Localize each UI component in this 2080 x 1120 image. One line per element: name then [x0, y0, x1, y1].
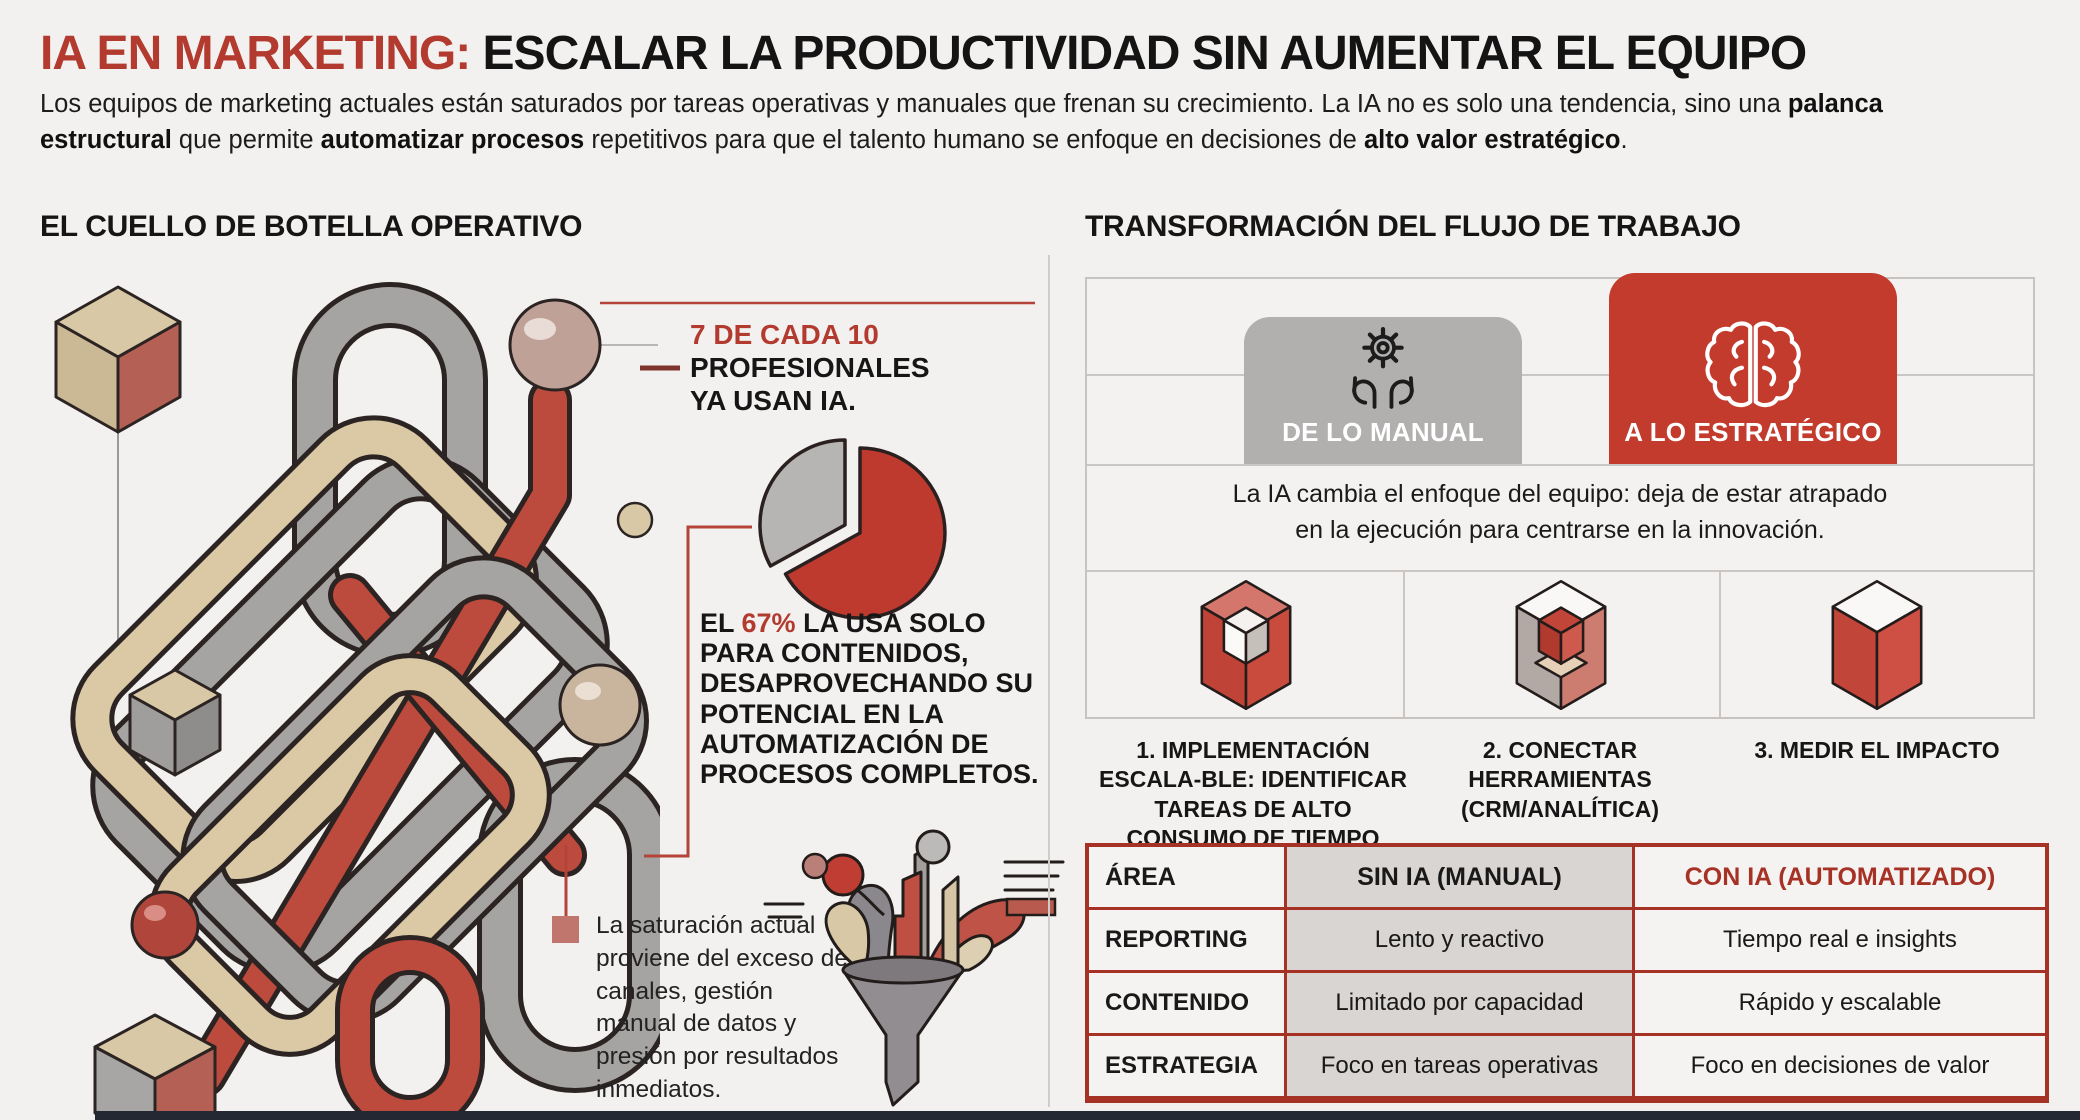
- stat-content-text: LA USA SOLO PARA CONTENIDOS, DESAPROVECH…: [700, 608, 1039, 790]
- intro-paragraph: Los equipos de marketing actuales están …: [40, 86, 1990, 158]
- bottom-bar: [95, 1111, 2080, 1120]
- table-header-area: ÁREA: [1089, 847, 1284, 907]
- table-header-sin-ia: SIN IA (MANUAL): [1287, 847, 1632, 907]
- hands-holding-gear-icon: [1339, 324, 1427, 417]
- intro-text: que permite: [171, 126, 321, 155]
- intro-bold-palanca: palanca estructural: [40, 90, 1883, 155]
- stat-users: 7 DE CADA 10 PROFESIONALES YA USAN IA.: [690, 318, 930, 417]
- column-divider: [1048, 255, 1050, 1107]
- intro-bold-valor: alto valor estratégico: [1363, 126, 1621, 155]
- brain-icon: [1705, 316, 1801, 417]
- to-box-strategic: A LO ESTRATÉGICO: [1609, 273, 1897, 464]
- panel-gridline: [1719, 570, 1721, 717]
- cube-icon-step3: [1831, 579, 1923, 711]
- intro-text: .: [1620, 126, 1628, 155]
- page-title-main: ESCALAR LA PRODUCTIVIDAD SIN AUMENTAR EL…: [470, 27, 1808, 80]
- cube-icon-step2: [1515, 579, 1607, 711]
- page-title: IA EN MARKETING: ESCALAR LA PRODUCTIVIDA…: [40, 26, 1808, 81]
- step-label-3: 3. MEDIR EL IMPACTO: [1754, 737, 2000, 763]
- stat-users-text: PROFESIONALES: [690, 352, 930, 384]
- funnel-illustration: [763, 829, 1065, 1107]
- pie-slice-red: [783, 446, 947, 620]
- workflow-panel: DE LO MANUAL A LO ESTRATÉGICO La IA camb…: [1085, 273, 2035, 719]
- table-cell-area: ESTRATEGIA: [1089, 1036, 1284, 1096]
- note-bullet-square: [552, 916, 579, 943]
- panel-description-line: en la ejecución para centrarse en la inn…: [1295, 515, 1825, 544]
- table-cell-auto: Rápido y escalable: [1635, 973, 2045, 1033]
- table-header-con-ia: CON IA (AUTOMATIZADO): [1635, 847, 2045, 907]
- knot-illustration: [54, 282, 660, 1120]
- from-box-manual: DE LO MANUAL: [1244, 317, 1522, 464]
- intro-text: Los equipos de marketing actuales están …: [40, 90, 1788, 118]
- saturation-note: La saturación actual proviene del exceso…: [596, 912, 848, 1104]
- table-cell-auto: Tiempo real e insights: [1635, 910, 2045, 970]
- panel-description-line: La IA cambia el enfoque del equipo: deja…: [1232, 480, 1888, 508]
- intro-bold-automatizar: automatizar procesos: [320, 126, 585, 155]
- stat-content-pct: 67%: [741, 608, 796, 638]
- panel-gridline: [1403, 570, 1405, 717]
- cube-icon-step1: [1200, 579, 1292, 711]
- table-cell-manual: Foco en tareas operativas: [1287, 1036, 1632, 1096]
- pie-slice-gray: [758, 438, 847, 568]
- panel-gridline: [1087, 374, 2033, 376]
- intro-text: repetitivos para que el talento humano s…: [584, 126, 1364, 155]
- stat-users-figure: 7 DE CADA 10: [690, 319, 879, 350]
- right-section-heading: TRANSFORMACIÓN DEL FLUJO DE TRABAJO: [1085, 210, 1741, 243]
- left-section-heading: EL CUELLO DE BOTELLA OPERATIVO: [40, 210, 583, 243]
- step-label-2: 2. CONECTAR HERRAMIENTAS (CRM/ANALÍTICA): [1460, 737, 1659, 822]
- step-label-1: 1. IMPLEMENTACIÓN ESCALA-BLE: IDENTIFICA…: [1099, 737, 1407, 852]
- stat-users-text: YA USAN IA.: [690, 385, 856, 417]
- table-cell-auto: Foco en decisiones de valor: [1635, 1036, 2045, 1096]
- table-cell-area: CONTENIDO: [1089, 973, 1284, 1033]
- table-cell-manual: Limitado por capacidad: [1287, 973, 1632, 1033]
- panel-description: La IA cambia el enfoque del equipo: deja…: [1087, 477, 2033, 548]
- table-cell-area: REPORTING: [1089, 910, 1284, 970]
- table-cell-manual: Lento y reactivo: [1287, 910, 1632, 970]
- comparison-table: ÁREA SIN IA (MANUAL) CON IA (AUTOMATIZAD…: [1085, 843, 2049, 1103]
- stat-content-text: EL: [700, 608, 742, 638]
- panel-gridline: [1087, 570, 2033, 572]
- pie-chart-67: [758, 438, 947, 620]
- panel-gridline: [1087, 464, 2033, 466]
- page-title-accent: IA EN MARKETING:: [40, 27, 471, 80]
- stat-content: EL 67% LA USA SOLO PARA CONTENIDOS, DESA…: [700, 608, 1050, 789]
- to-box-label: A LO ESTRATÉGICO: [1624, 417, 1882, 447]
- from-box-label: DE LO MANUAL: [1282, 417, 1484, 447]
